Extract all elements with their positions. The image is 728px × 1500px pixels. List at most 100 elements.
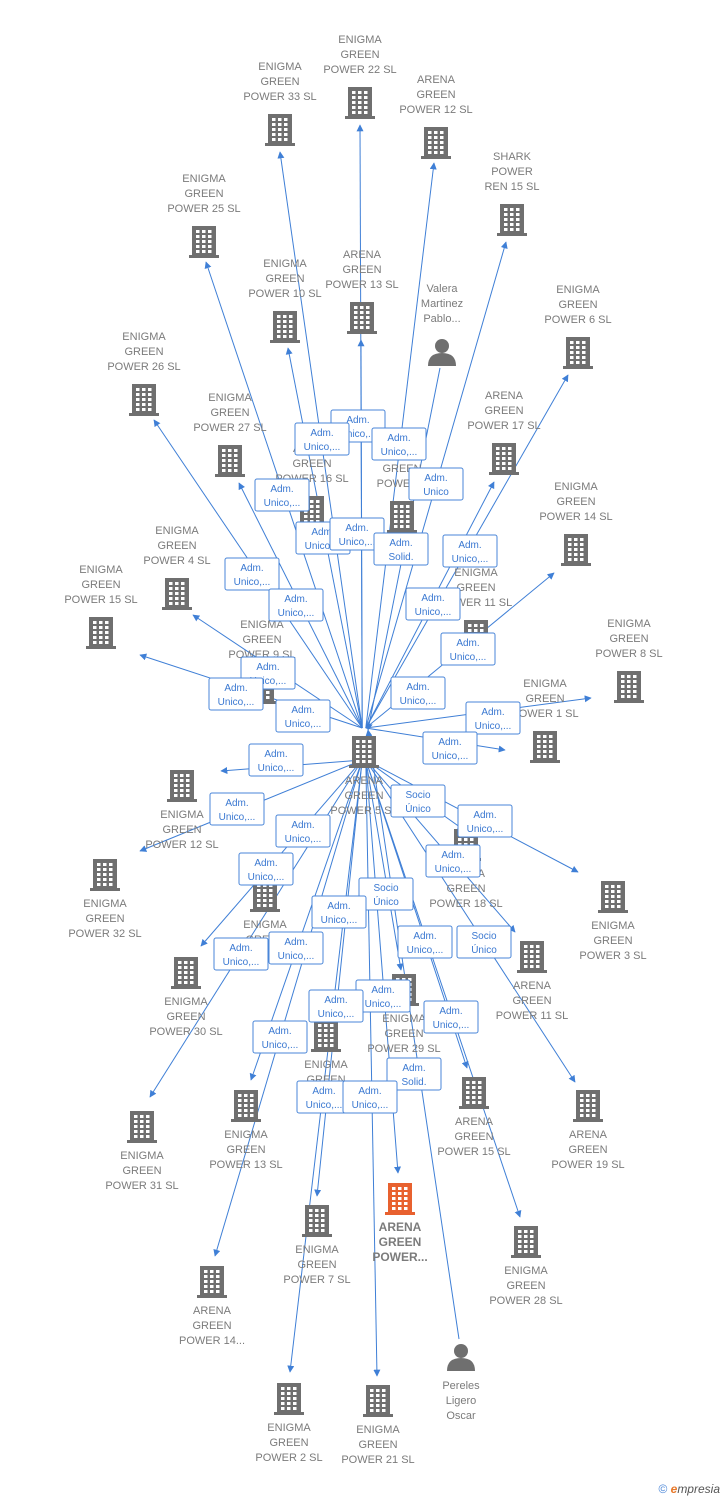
relation-label[interactable]: Adm.Unico,... xyxy=(355,979,411,1013)
relation-label-line: Unico,... xyxy=(415,607,452,618)
relation-label[interactable]: Adm.Unico,... xyxy=(208,677,264,711)
node-label-line: POWER 3 SL xyxy=(579,950,646,962)
node-label-line: POWER 29 SL xyxy=(367,1043,440,1055)
building-icon xyxy=(561,534,591,566)
person-node-valera[interactable]: ValeraMartinezPablo... xyxy=(421,283,463,366)
building-icon xyxy=(363,1385,393,1417)
relation-label[interactable]: Adm.Unico xyxy=(408,467,464,501)
relation-label[interactable]: Adm.Unico,... xyxy=(275,814,331,848)
relation-label[interactable]: Adm.Unico,... xyxy=(390,676,446,710)
node-label-line: GREEN xyxy=(265,273,304,285)
relation-label[interactable]: Adm.Unico,... xyxy=(254,478,310,512)
relation-label-line: Unico,... xyxy=(285,834,322,845)
relation-label[interactable]: Adm.Unico,... xyxy=(296,1080,352,1114)
building-icon xyxy=(189,226,219,258)
node-label-line: ENIGMA xyxy=(160,809,204,821)
building-icon xyxy=(347,302,377,334)
relation-label[interactable]: Adm.Unico,... xyxy=(294,422,350,456)
relation-label-line: Adm. xyxy=(225,798,248,809)
relation-label[interactable]: Adm.Unico,... xyxy=(252,1020,308,1054)
building-icon xyxy=(421,127,451,159)
node-label-line: ENIGMA xyxy=(258,61,302,73)
relation-label[interactable]: Adm.Solid. xyxy=(373,532,429,566)
relation-label[interactable]: Adm.Unico,... xyxy=(342,1080,398,1114)
relation-label[interactable]: Adm.Unico,... xyxy=(423,1000,479,1034)
relation-label[interactable]: Adm.Unico,... xyxy=(371,427,427,461)
node-label-line: GREEN xyxy=(242,634,281,646)
node-label-line: ENIGMA xyxy=(164,996,208,1008)
edge-center-to-ag14 xyxy=(213,759,363,1257)
relation-label[interactable]: Adm.Unico,... xyxy=(224,557,280,591)
node-label-line: POWER 19 SL xyxy=(551,1159,624,1171)
relation-label[interactable]: Adm.Unico,... xyxy=(329,517,385,551)
relation-label[interactable]: Adm.Unico,... xyxy=(268,931,324,965)
node-label-line: GREEN xyxy=(454,1131,493,1143)
relation-label[interactable]: Adm.Unico,... xyxy=(465,701,521,735)
relation-label[interactable]: Adm.Unico,... xyxy=(422,731,478,765)
relation-label-line: Único xyxy=(373,895,399,908)
relation-label-line: Adm. xyxy=(456,638,479,649)
company-node-agp[interactable]: ARENAGREENPOWER... xyxy=(372,1183,428,1264)
node-label-line: ENIGMA xyxy=(338,34,382,46)
relation-label[interactable]: Adm.Unico,... xyxy=(311,895,367,929)
node-label-line: POWER 5 SL xyxy=(330,805,397,817)
node-label-line: SHARK xyxy=(493,151,532,163)
relation-label[interactable]: Adm.Solid. xyxy=(386,1057,442,1091)
building-icon xyxy=(270,311,300,343)
relation-label[interactable]: Adm.Unico,... xyxy=(405,587,461,621)
relation-label[interactable]: Adm.Unico,... xyxy=(442,534,498,568)
node-label-line: GREEN xyxy=(210,407,249,419)
node-label-line: POWER 14... xyxy=(179,1335,245,1347)
relation-label[interactable]: Adm.Unico,... xyxy=(248,743,304,777)
relation-label[interactable]: Adm.Unico,... xyxy=(238,852,294,886)
relation-label[interactable]: Adm.Unico,... xyxy=(209,792,265,826)
node-label-line: ARENA xyxy=(345,775,384,787)
relation-label[interactable]: Adm.Unico,... xyxy=(308,989,364,1023)
relation-label[interactable]: Adm.Unico,... xyxy=(213,937,269,971)
relation-label-line: Unico,... xyxy=(218,697,255,708)
footer-credit[interactable]: © empresia xyxy=(658,1482,720,1496)
relation-label[interactable]: Adm.Unico,... xyxy=(268,588,324,622)
relation-label[interactable]: Adm.Unico,... xyxy=(425,844,481,878)
relation-label[interactable]: Adm.Unico,... xyxy=(397,925,453,959)
relation-label[interactable]: Adm.Unico,... xyxy=(440,632,496,666)
relation-label[interactable]: Adm.Unico,... xyxy=(275,699,331,733)
building-icon xyxy=(197,1266,227,1298)
relation-label[interactable]: Adm.Unico,... xyxy=(457,804,513,838)
